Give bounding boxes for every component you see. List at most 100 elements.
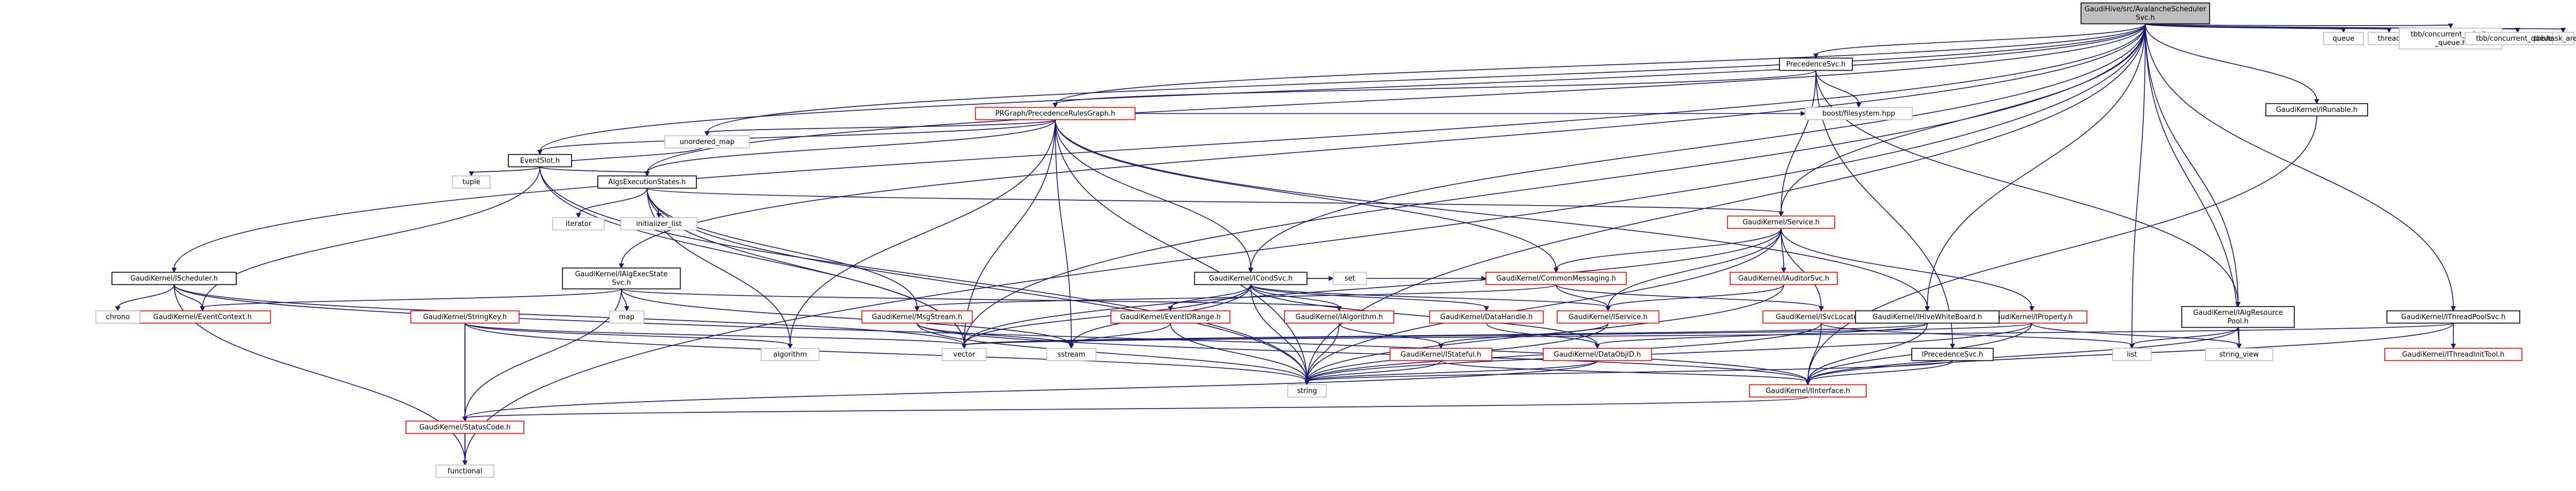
node-ithreadpoolsvc[interactable]: GaudiKernel/IThreadPoolSvc.h xyxy=(2386,310,2520,324)
node-label: GaudiKernel/EventIDRange.h xyxy=(1120,313,1221,321)
node-commonmessaging[interactable]: GaudiKernel/CommonMessaging.h xyxy=(1485,271,1627,285)
dependency-edge xyxy=(1055,70,1816,105)
dependency-edge xyxy=(964,119,1056,345)
node-label: PrecedenceSvc.h xyxy=(1786,61,1846,69)
dependency-edge xyxy=(2145,24,2454,308)
node-iproperty[interactable]: GaudiKernel/IProperty.h xyxy=(1976,310,2087,324)
dependency-edge xyxy=(539,166,648,173)
dependency-edge xyxy=(1306,360,1598,382)
dependency-edge xyxy=(1170,323,1308,382)
arrow-head-icon xyxy=(469,171,474,177)
node-dataobjid[interactable]: GaudiKernel/DataObjID.h xyxy=(1543,348,1652,361)
dependency-edge xyxy=(539,167,1308,382)
node-isvclocator[interactable]: GaudiKernel/ISvcLocator.h xyxy=(1762,310,1880,324)
arrow-head-icon xyxy=(1336,306,1342,312)
dependency-edge xyxy=(1927,24,2146,308)
dependency-edge xyxy=(1055,24,2146,104)
node-eventslot[interactable]: EventSlot.h xyxy=(508,154,572,168)
node-tbbta: tbb/task_arena.h xyxy=(2534,32,2576,46)
arrow-head-icon xyxy=(1553,268,1559,273)
arrow-head-icon xyxy=(2129,344,2135,349)
dependency-edge xyxy=(1306,323,2032,382)
node-msgstream[interactable]: GaudiKernel/MsgStream.h xyxy=(861,310,973,324)
node-service[interactable]: GaudiKernel/Service.h xyxy=(1727,215,1835,229)
node-algoexecstates[interactable]: AlgsExecutionStates.h xyxy=(597,175,697,189)
node-label: GaudiKernel/MsgStream.h xyxy=(872,313,962,321)
node-string_view: string_view xyxy=(2205,348,2273,361)
node-iconditionsvc[interactable]: GaudiKernel/ICondSvc.h xyxy=(1194,271,1308,285)
dependency-edge xyxy=(464,396,1808,419)
node-vector: vector xyxy=(942,348,987,361)
node-label: GaudiKernel/IHiveWhiteBoard.h xyxy=(1873,313,1982,321)
node-ihivewhiteboard[interactable]: GaudiKernel/IHiveWhiteBoard.h xyxy=(1855,310,2000,324)
arrow-head-icon xyxy=(200,306,205,312)
node-label: GaudiKernel/IAlgExecState xyxy=(575,270,667,278)
node-box xyxy=(95,310,140,324)
dependency-edge xyxy=(1306,360,1953,382)
node-label: Pool.h xyxy=(2227,318,2248,326)
dependency-edge xyxy=(202,288,622,308)
node-box xyxy=(975,107,1136,120)
node-datahandle[interactable]: GaudiKernel/DataHandle.h xyxy=(1429,310,1544,324)
dependency-edge xyxy=(1055,119,1928,308)
arrow-head-icon xyxy=(2560,28,2566,33)
node-label: IPrecedenceSvc.h xyxy=(1922,351,1984,359)
arrow-head-icon xyxy=(576,213,581,218)
node-iservice[interactable]: GaudiKernel/IService.h xyxy=(1557,310,1659,324)
node-label: GaudiKernel/IAlgorithm.h xyxy=(1295,313,1383,321)
node-label: EventSlot.h xyxy=(520,157,560,165)
dependency-edge xyxy=(707,119,1056,133)
dependency-edge xyxy=(464,360,1598,419)
dependency-edge xyxy=(1250,284,1308,382)
arrow-head-icon xyxy=(1856,103,1861,108)
node-box xyxy=(2205,348,2273,361)
arrow-head-icon xyxy=(462,460,468,466)
node-istateful[interactable]: GaudiKernel/IStateful.h xyxy=(1390,348,1492,361)
node-sstream: sstream xyxy=(1046,348,1097,361)
node-initializer_list: initializer_list xyxy=(620,217,697,231)
node-ieventcontext[interactable]: GaudiKernel/EventContext.h xyxy=(134,310,271,324)
node-iprecedencesvc[interactable]: IPrecedenceSvc.h xyxy=(1911,348,1994,361)
node-stringkey[interactable]: GaudiKernel/StringKey.h xyxy=(410,310,520,324)
arrow-head-icon xyxy=(2448,24,2453,29)
node-label: PRGraph/PrecedenceRulesGraph.h xyxy=(995,110,1115,118)
node-box xyxy=(1557,310,1659,324)
node-label: set xyxy=(1345,275,1355,283)
node-irunable[interactable]: GaudiKernel/IRunable.h xyxy=(2265,103,2368,117)
arrow-head-icon xyxy=(2451,344,2456,349)
node-eventidrange[interactable]: GaudiKernel/EventIDRange.h xyxy=(1110,310,1230,324)
node-label: _queue.h xyxy=(2434,39,2467,47)
node-box xyxy=(2112,348,2152,361)
node-ithreadinittool[interactable]: GaudiKernel/IThreadInitTool.h xyxy=(2384,348,2522,361)
node-box xyxy=(2081,2,2210,25)
dependency-edge xyxy=(1486,323,1598,345)
node-ialgorithm[interactable]: GaudiKernel/IAlgorithm.h xyxy=(1284,310,1394,324)
node-precedencesvc[interactable]: PrecedenceSvc.h xyxy=(1779,57,1853,71)
node-label: GaudiKernel/StringKey.h xyxy=(423,313,507,321)
node-map: map xyxy=(609,310,644,324)
node-box xyxy=(1110,310,1230,324)
dependency-edge xyxy=(2145,24,2240,345)
arrow-head-icon xyxy=(2386,28,2392,33)
dependency-edge xyxy=(1815,24,2146,56)
dependency-edge xyxy=(790,119,1056,345)
node-ischeduler[interactable]: GaudiKernel/IScheduler.h xyxy=(111,271,237,285)
node-label: vector xyxy=(953,351,975,359)
node-label: thread xyxy=(2378,35,2401,43)
dependency-edge xyxy=(647,188,791,345)
node-statuscode[interactable]: GaudiKernel/StatusCode.h xyxy=(405,420,524,434)
node-box xyxy=(664,135,750,149)
dependency-edge xyxy=(647,24,2146,173)
dependency-edge xyxy=(647,187,1782,214)
dependency-edge xyxy=(2145,24,2317,101)
node-prgraph[interactable]: PRGraph/PrecedenceRulesGraph.h xyxy=(975,107,1136,120)
node-box xyxy=(1333,271,1367,285)
arrow-head-icon xyxy=(1778,211,1784,217)
node-label: GaudiKernel/StatusCode.h xyxy=(419,424,510,432)
node-iinterface[interactable]: GaudiKernel/IInterface.h xyxy=(1749,384,1867,398)
node-iauditorsvc[interactable]: GaudiKernel/IAuditorSvc.h xyxy=(1730,271,1838,285)
node-label: Svc.h xyxy=(612,279,630,287)
